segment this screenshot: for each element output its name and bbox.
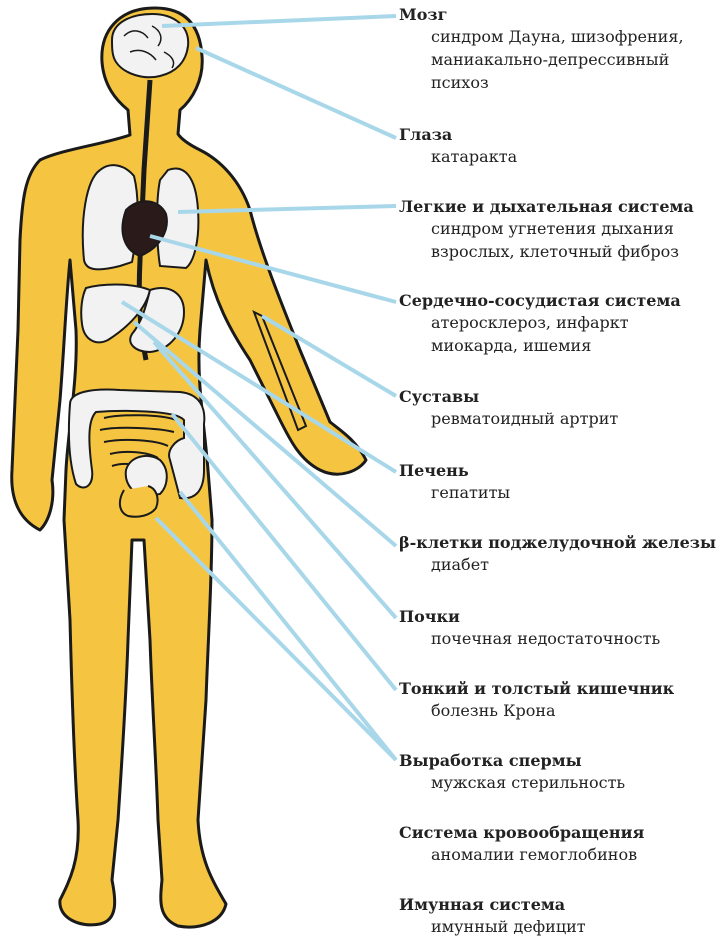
label-description-line: аномалии гемоглобинов (431, 843, 725, 866)
label-description-line: имунный дефицит (431, 915, 725, 938)
label-title: β-клетки поджелудочной железы (399, 532, 725, 553)
testes-organ (120, 486, 158, 517)
label-title: Печень (399, 460, 725, 481)
label-title: Сердечно-сосудистая система (399, 290, 725, 311)
label-eyes: Глаза катаракта (399, 124, 725, 168)
label-description-line: гепатиты (431, 481, 725, 504)
label-lungs: Легкие и дыхательная система синдром угн… (399, 196, 725, 263)
label-description: мужская стерильность (431, 771, 725, 794)
label-title: Система кровообращения (399, 822, 725, 843)
label-description-line: маниакально-депрессивный (431, 48, 725, 71)
label-description: катаракта (431, 145, 725, 168)
label-joints: Суставы ревматоидный артрит (399, 386, 725, 430)
label-description-line: ревматоидный артрит (431, 407, 725, 430)
label-description: ревматоидный артрит (431, 407, 725, 430)
label-title: Глаза (399, 124, 725, 145)
label-description: диабет (431, 553, 725, 576)
label-description-line: катаракта (431, 145, 725, 168)
label-description-line: атеросклероз, инфаркт (431, 311, 725, 334)
label-title: Суставы (399, 386, 725, 407)
label-description-line: мужская стерильность (431, 771, 725, 794)
label-description-line: психоз (431, 71, 725, 94)
label-description-line: почечная недостаточность (431, 627, 725, 650)
label-description-line: миокарда, ишемия (431, 334, 725, 357)
label-description-line: диабет (431, 553, 725, 576)
label-title: Имунная система (399, 894, 725, 915)
label-immune: Имунная система имунный дефицит (399, 894, 725, 938)
label-liver: Печень гепатиты (399, 460, 725, 504)
pointer-line-sperm (180, 492, 396, 760)
label-title: Тонкий и толстый кишечник (399, 678, 725, 699)
label-title: Легкие и дыхательная система (399, 196, 725, 217)
label-kidneys: Почки почечная недостаточность (399, 606, 725, 650)
label-title: Мозг (399, 4, 725, 25)
label-description: почечная недостаточность (431, 627, 725, 650)
label-description-line: синдром Дауна, шизофрения, (431, 25, 725, 48)
label-description-line: синдром угнетения дыхания (431, 217, 725, 240)
label-cardio: Сердечно-сосудистая система атеросклероз… (399, 290, 725, 357)
label-title: Выработка спермы (399, 750, 725, 771)
label-description: имунный дефицит (431, 915, 725, 938)
label-description-line: взрослых, клеточный фиброз (431, 240, 725, 263)
label-description: аномалии гемоглобинов (431, 843, 725, 866)
label-sperm: Выработка спермы мужская стерильность (399, 750, 725, 794)
label-description-line: болезнь Крона (431, 699, 725, 722)
label-intestine: Тонкий и толстый кишечник болезнь Крона (399, 678, 725, 722)
label-title: Почки (399, 606, 725, 627)
label-pancreas: β-клетки поджелудочной железы диабет (399, 532, 725, 576)
label-circulation: Система кровообращения аномалии гемоглоб… (399, 822, 725, 866)
label-description: гепатиты (431, 481, 725, 504)
pointer-line-eyes (196, 48, 396, 138)
label-description: синдром угнетения дыхания взрослых, клет… (431, 217, 725, 263)
label-description: синдром Дауна, шизофрения, маниакально-д… (431, 25, 725, 94)
label-description: болезнь Крона (431, 699, 725, 722)
label-description: атеросклероз, инфаркт миокарда, ишемия (431, 311, 725, 357)
pointer-line-brain (162, 16, 396, 26)
label-brain: Мозг синдром Дауна, шизофрения, маниакал… (399, 4, 725, 94)
